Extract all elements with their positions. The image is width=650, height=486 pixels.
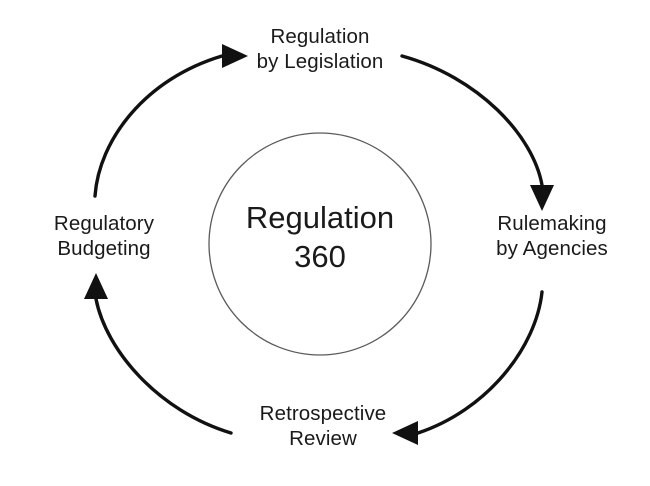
arrow-legislation-to-rulemaking xyxy=(400,54,554,211)
arrow-path xyxy=(400,54,544,187)
arrowhead-up-icon xyxy=(84,273,108,299)
arrow-path xyxy=(416,290,544,435)
arrow-retrospective-to-budgeting xyxy=(84,273,233,435)
arrow-budgeting-to-legislation xyxy=(93,44,248,198)
stage-label-retrospective: Retrospective Review xyxy=(259,402,387,450)
arrowhead-right-icon xyxy=(222,44,248,68)
center-circle xyxy=(208,132,432,356)
center-circle-label: Regulation 360 xyxy=(245,200,395,274)
arrow-rulemaking-to-retrospective xyxy=(392,290,544,445)
stage-label-budgeting: Regulatory Budgeting xyxy=(53,212,155,260)
stage-label-legislation: Regulation by Legislation xyxy=(256,25,384,73)
arrow-path xyxy=(93,54,224,198)
arrowhead-down-icon xyxy=(530,185,554,211)
arrowhead-left-icon xyxy=(392,421,418,445)
stage-label-rulemaking: Rulemaking by Agencies xyxy=(496,212,608,260)
arrow-path xyxy=(94,297,233,435)
